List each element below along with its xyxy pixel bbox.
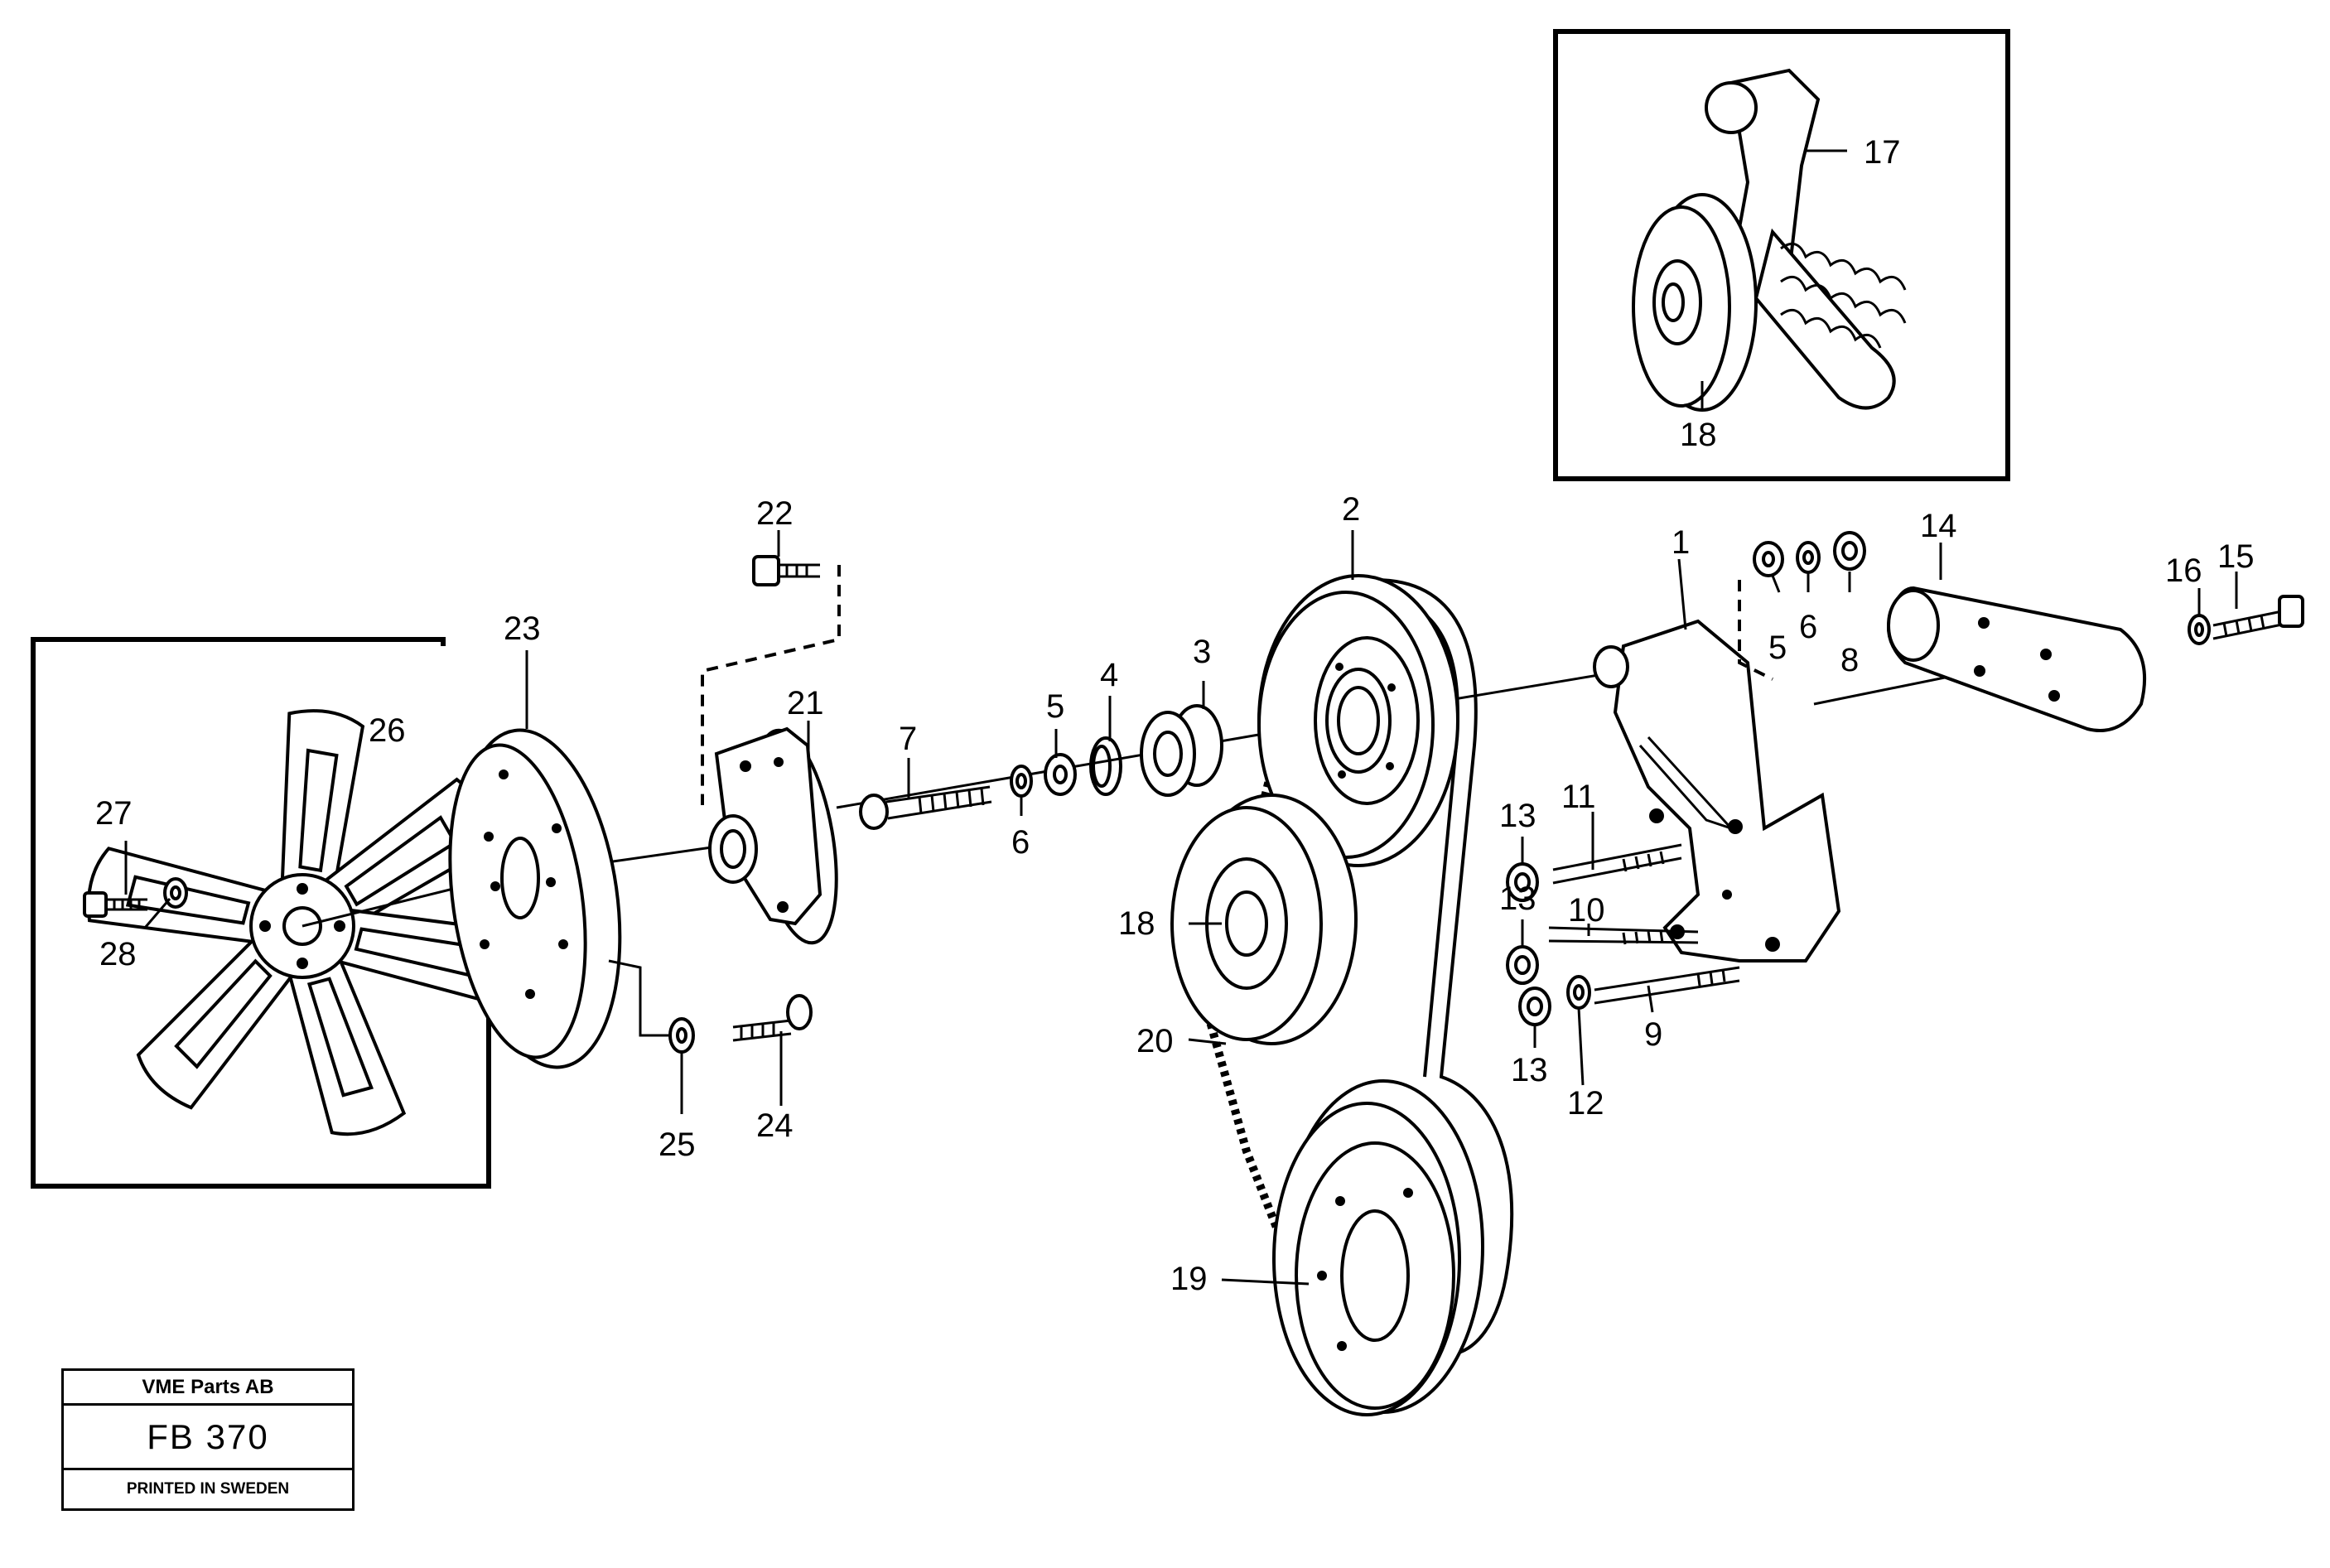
nut-8 (1833, 531, 1866, 571)
bolt-7 (859, 785, 992, 830)
callout-26: 26 (369, 712, 406, 749)
nut-13-top (1506, 862, 1539, 902)
callout-6: 6 (1011, 824, 1030, 861)
washer-6 (1010, 765, 1033, 798)
link-plate-14 (1887, 586, 2147, 732)
callout-22: 22 (756, 495, 794, 532)
bolt-9 (1594, 966, 1740, 1005)
washer-5 (1044, 753, 1077, 796)
callout-1: 1 (1672, 524, 1690, 561)
dashed-leader-5-6-8 (1738, 580, 1773, 681)
callout-10: 10 (1568, 892, 1605, 929)
callout-4: 4 (1100, 657, 1118, 693)
callout-19: 19 (1170, 1261, 1208, 1297)
callout-18: 18 (1118, 905, 1155, 942)
callout-17: 17 (1864, 134, 1901, 171)
company-name: VME Parts AB (64, 1371, 352, 1406)
callout-27: 27 (95, 795, 133, 832)
callout-16: 16 (2165, 552, 2202, 589)
callout-2: 2 (1342, 491, 1360, 528)
dashed-leader-22 (701, 565, 841, 805)
callout-28: 28 (99, 936, 137, 972)
callout-18-inset: 18 (1680, 417, 1717, 453)
bolt-15 (2212, 595, 2304, 640)
callout-3: 3 (1193, 634, 1211, 670)
pulley-2 (1257, 574, 1459, 867)
tensioner-pulley-18-inset (1632, 193, 1758, 412)
bolt-22 (752, 555, 820, 586)
printed-note: PRINTED IN SWEDEN (126, 1480, 290, 1498)
circlip-4 (1089, 736, 1122, 796)
callout-9: 9 (1644, 1016, 1662, 1053)
nut-13-mid (1506, 945, 1539, 985)
washer-12 (1566, 975, 1591, 1010)
callout-7: 7 (899, 721, 917, 757)
nut-13-bottom (1518, 987, 1551, 1026)
bolt-11 (1552, 843, 1682, 885)
callout-15: 15 (2217, 538, 2255, 575)
leader-24-25 (608, 959, 679, 1037)
page-code: FB 370 (64, 1406, 352, 1470)
fan-bolt-27 (83, 891, 147, 918)
washer-16 (2188, 614, 2211, 645)
callout-12: 12 (1567, 1085, 1604, 1122)
bearing-housing-21 (708, 726, 838, 945)
callout-numbers: 1 2 3 4 5 5 6 6 7 8 9 10 11 12 13 13 13 … (95, 134, 2255, 1297)
callout-13-top: 13 (1499, 798, 1536, 834)
callout-13-bottom: 13 (1511, 1052, 1548, 1088)
bearing-3 (1140, 704, 1223, 797)
callout-14: 14 (1920, 508, 1957, 544)
callout-8: 8 (1840, 642, 1859, 678)
callout-20: 20 (1136, 1023, 1174, 1059)
callout-5-upper: 5 (1768, 630, 1787, 666)
washer-6-upper (1796, 541, 1821, 574)
fan-inset-frame (31, 637, 491, 1189)
title-block: VME Parts AB FB 370 PRINTED IN SWEDEN (61, 1368, 355, 1511)
tensioner-bracket-1 (1593, 619, 1841, 963)
crank-pulley-19 (1272, 1079, 1484, 1416)
bolt-24 (732, 994, 813, 1042)
washer-25 (668, 1017, 695, 1054)
tensioner-inset-frame (1553, 29, 2010, 481)
callout-23: 23 (504, 610, 541, 647)
callout-25: 25 (658, 1127, 696, 1163)
callout-13-mid: 13 (1499, 880, 1536, 917)
callout-21: 21 (787, 685, 824, 721)
washer-5-upper (1753, 541, 1784, 577)
callout-11: 11 (1561, 779, 1596, 815)
leader-lines (124, 149, 2238, 1286)
bolt-10 (1548, 926, 1699, 945)
pulley-18 (1170, 794, 1358, 1045)
callout-5: 5 (1046, 688, 1064, 725)
callout-6-upper: 6 (1799, 609, 1817, 645)
fan-washer-28 (163, 877, 188, 909)
toothed-belt-20 (1204, 636, 1309, 1269)
tensioner-arm-17 (1705, 68, 1907, 410)
fan-hub-disc-23 (448, 728, 622, 1069)
callout-24: 24 (756, 1107, 794, 1144)
